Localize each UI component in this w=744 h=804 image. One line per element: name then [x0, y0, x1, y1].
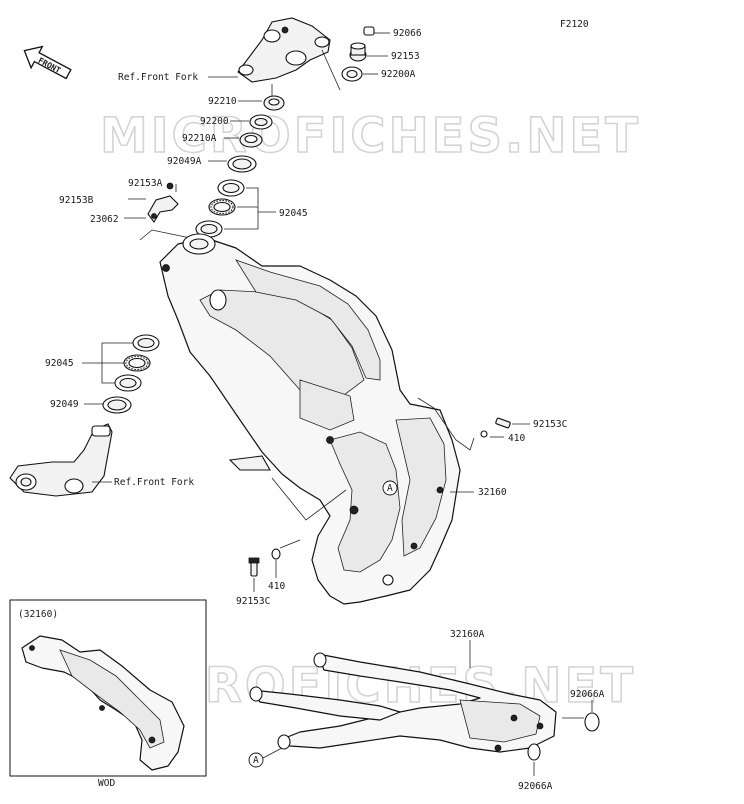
callout-92066: 92066: [393, 28, 422, 39]
callout-410-right: 410: [508, 433, 525, 444]
cap-92066A-right: [584, 712, 600, 732]
callout-92210A: 92210A: [182, 133, 217, 144]
watermark-top: MICROFICHES.NET: [100, 108, 641, 164]
callout-92153C-right: 92153C: [533, 419, 567, 430]
bearing-top-2: [208, 198, 236, 216]
callout-92049A: 92049A: [167, 156, 202, 167]
cap-92066: [363, 26, 375, 36]
callout-23062: 23062: [90, 214, 119, 225]
callout-92066A-bottom: 92066A: [518, 781, 553, 792]
main-frame-32160: [159, 233, 461, 605]
seal-92049A: [227, 155, 257, 173]
marker-a: A: [387, 483, 393, 494]
front-arrow-icon: FRONT: [23, 45, 72, 80]
ref-front-fork-top: Ref.Front Fork: [118, 72, 198, 83]
callout-92210: 92210: [208, 96, 237, 107]
washer-410-bottom: [271, 548, 281, 560]
inset-part-label: (32160): [18, 609, 58, 620]
washer-92200A: [341, 66, 363, 82]
callout-92153B: 92153B: [59, 195, 94, 206]
sub-frame-32160A: [249, 652, 557, 753]
bearing-race-top-3: [195, 220, 223, 238]
bearing-race-top-1: [217, 179, 245, 197]
marker-a-sub-circle: [248, 752, 264, 768]
marker-a-circle: [382, 480, 398, 496]
callout-92066A-right: 92066A: [570, 689, 605, 700]
stem-nut-92210: [263, 95, 285, 111]
bracket-23062: [147, 182, 179, 223]
callout-410-bottom: 410: [268, 581, 285, 592]
callout-32160A: 32160A: [450, 629, 485, 640]
bearing-left-3: [114, 374, 142, 392]
diagram-code: F2120: [560, 19, 589, 30]
callout-92200A: 92200A: [381, 69, 416, 80]
callout-92153: 92153: [391, 51, 420, 62]
nut-92153: [349, 42, 367, 62]
washer-92200: [249, 114, 273, 130]
bolt-92153C-right: [480, 417, 511, 438]
callout-92045-left: 92045: [45, 358, 74, 369]
ref-front-fork-bottom: Ref.Front Fork: [114, 477, 194, 488]
lower-triple-clamp: [9, 423, 113, 497]
nut-92210A: [239, 132, 263, 148]
bolt-92153C-bottom: [248, 557, 260, 577]
marker-a-sub: A: [253, 755, 259, 766]
inset-caption: WOD: [98, 778, 115, 789]
bearing-left-1: [132, 334, 160, 352]
callout-32160: 32160: [478, 487, 507, 498]
upper-triple-clamp: [237, 17, 331, 83]
callout-92153A: 92153A: [128, 178, 163, 189]
inset-frame-drawing: [21, 635, 185, 771]
callout-92200: 92200: [200, 116, 229, 127]
bearing-left-2: [123, 354, 151, 372]
cap-92066A-bottom: [527, 743, 541, 761]
callout-92049: 92049: [50, 399, 79, 410]
seal-92049: [102, 396, 132, 414]
callout-92045-top: 92045: [279, 208, 308, 219]
callout-92153C-bottom: 92153C: [236, 596, 270, 607]
